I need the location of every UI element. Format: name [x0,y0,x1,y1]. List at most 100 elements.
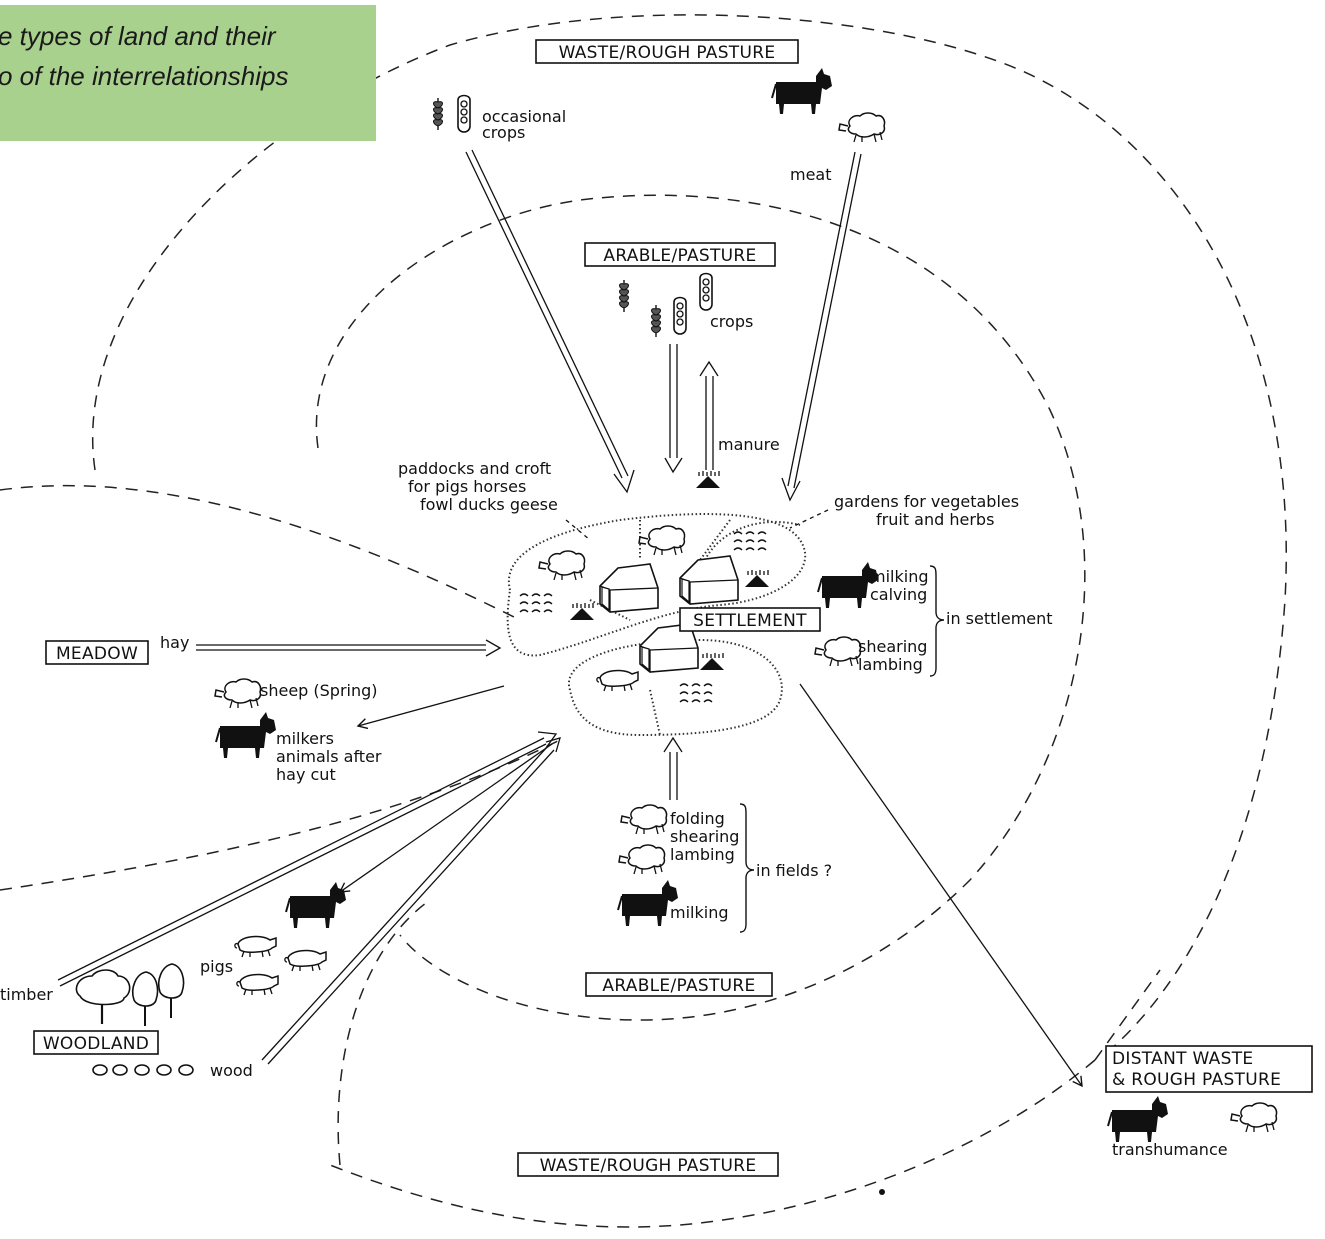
label-folding: folding [670,809,725,828]
zone-distant-line1: DISTANT WASTE [1112,1049,1253,1069]
label-paddocks-3: fowl ducks geese [420,495,558,514]
label-milkers-2: animals after [276,747,382,766]
wood-log-icon [178,1064,194,1076]
brace-fields [739,803,755,933]
zone-box-waste-top [535,39,799,64]
flow-arrow-wood [261,737,561,1065]
zone-box-waste-bottom [517,1152,779,1177]
hay-stack-icon [744,569,770,588]
label-calving: calving [870,585,927,604]
outer-waste-boundary [92,14,1287,1051]
zone-waste-bottom: WASTE/ROUGH PASTURE [540,1156,757,1176]
sheep-icon [618,844,666,875]
tree-icon [131,971,159,1027]
meadow-boundary-upper [0,484,521,621]
label-occasional-1: occasional [482,107,566,126]
lower-waste-boundary [329,1059,1096,1228]
label-in-settlement: in settlement [946,609,1053,628]
vegetable-rows-icon [519,593,553,613]
label-hay: hay [160,633,189,652]
sheep-icon [214,678,262,709]
label-transhumance: transhumance [1112,1140,1228,1159]
label-shearing: shearing [858,637,927,656]
cow-icon [215,711,277,759]
sheep-icon [538,550,586,581]
label-pigs: pigs [200,957,233,976]
zone-arable-bottom: ARABLE/PASTURE [602,976,755,996]
label-manure: manure [718,435,780,454]
sheep-icon [814,636,862,667]
sheep-icon [1230,1102,1278,1133]
zone-distant-line2: & ROUGH PASTURE [1112,1070,1281,1090]
bean-pod-icon [457,94,471,133]
label-milkers-3: hay cut [276,765,336,784]
zone-meadow: MEADOW [56,644,138,664]
flow-arrow-crops-down [664,344,683,474]
label-in-fields: in fields ? [756,861,832,880]
zone-box-arable-bottom [585,972,773,997]
wood-log-icon [156,1064,172,1076]
flow-arrow-occasional-crops [465,149,635,494]
flow-arrow-manure-up [699,360,719,470]
zone-box-woodland [33,1030,159,1055]
label-milking-fields: milking [670,903,728,922]
zone-waste-top: WASTE/ROUGH PASTURE [559,43,776,63]
label-milkers-1: milkers [276,729,334,748]
cow-icon [1107,1095,1169,1143]
label-sheep-spring: sheep (Spring) [260,681,378,700]
label-shearing-fields: shearing [670,827,739,846]
pig-icon [284,949,327,972]
sheep-icon [638,525,686,556]
label-occasional-2: crops [482,123,525,142]
brace-settlement [929,565,945,677]
sheep-icon [838,112,886,143]
pig-icon [234,935,277,958]
leader-gardens [789,509,829,529]
label-lambing: lambing [858,655,923,674]
wood-log-icon [112,1064,128,1076]
label-timber: timber [0,985,53,1004]
tree-icon [75,968,131,1026]
wheat-icon [618,279,630,313]
label-gardens-1: gardens for vegetables [834,492,1019,511]
label-gardens-2: fruit and herbs [876,510,994,529]
hay-stack-icon [699,652,725,671]
zone-woodland: WOODLAND [43,1034,149,1054]
arable-boundary [315,194,1086,1021]
label-paddocks-2: for pigs horses [408,477,526,496]
wheat-icon [432,97,444,131]
hay-stack-icon [569,602,595,621]
zone-arable-top: ARABLE/PASTURE [603,246,756,266]
leader-paddocks [565,519,591,541]
flow-arrow-transhumance [799,683,1083,1088]
sheep-icon [620,804,668,835]
cow-icon [285,881,347,929]
flow-arrow-timber [57,731,558,987]
cow-icon [817,561,879,609]
label-meat: meat [790,165,832,184]
label-paddocks-1: paddocks and croft [398,459,551,478]
wheat-icon [650,304,662,338]
pig-icon [596,669,639,692]
house-icon [679,555,739,605]
ink-dot [879,1189,885,1195]
wood-log-icon [92,1064,108,1076]
zone-box-meadow [45,640,149,665]
cow-icon [771,67,833,115]
house-icon [599,563,659,613]
flow-arrow-meadow-out [356,685,505,730]
distant-boundary [1094,969,1161,1061]
caption-line-2: o of the interrelationships [0,61,289,91]
bean-pod-icon [699,272,713,311]
hay-stack-icon [695,470,721,489]
zone-box-arable-top [584,242,776,267]
zone-settlement: SETTLEMENT [693,611,807,631]
bean-pod-icon [673,296,687,335]
tree-icon [157,963,185,1019]
flow-arrow-hay [196,639,502,657]
woodland-boundary [337,899,431,1166]
zone-box-distant [1105,1045,1313,1093]
label-milking: milking [870,567,928,586]
